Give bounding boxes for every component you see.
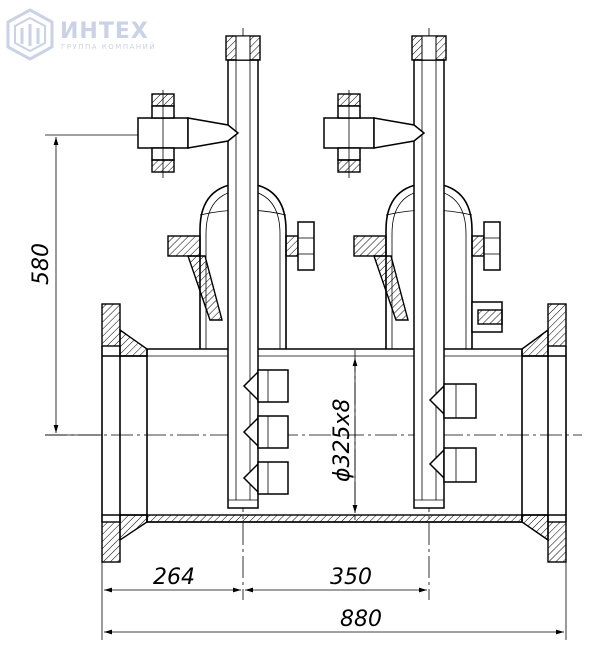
pipe-diameter-label: ϕ325x8 bbox=[330, 398, 355, 482]
left-flange bbox=[101, 303, 148, 563]
right-flange bbox=[521, 303, 567, 563]
company-logo: ИНТЕХ ГРУППА КОМПАНИЙ bbox=[6, 8, 156, 61]
fitting-right-1 bbox=[428, 383, 477, 419]
left-nozzle-assembly bbox=[137, 35, 315, 509]
fitting-left-3 bbox=[242, 461, 289, 495]
logo-name: ИНТЕХ bbox=[60, 19, 149, 44]
logo-tagline: ГРУППА КОМПАНИЙ bbox=[61, 42, 156, 51]
dim-264-label: 264 bbox=[153, 565, 195, 590]
dimension-580: 580 bbox=[29, 134, 138, 436]
fitting-left-1 bbox=[242, 369, 289, 403]
logo-mark-icon bbox=[6, 8, 54, 61]
right-nozzle-assembly bbox=[323, 35, 503, 509]
dim-580-label: 580 bbox=[29, 243, 54, 285]
main-pipe bbox=[146, 348, 523, 523]
fitting-left-2 bbox=[242, 415, 289, 449]
dim-350-label: 350 bbox=[330, 565, 372, 590]
dimension-pipe-diameter: ϕ325x8 bbox=[330, 358, 358, 513]
fitting-right-2 bbox=[428, 447, 477, 483]
dimension-264-350: 264 350 bbox=[101, 562, 567, 640]
dim-880-label: 880 bbox=[340, 607, 382, 632]
dimension-880: 880 bbox=[104, 607, 564, 635]
